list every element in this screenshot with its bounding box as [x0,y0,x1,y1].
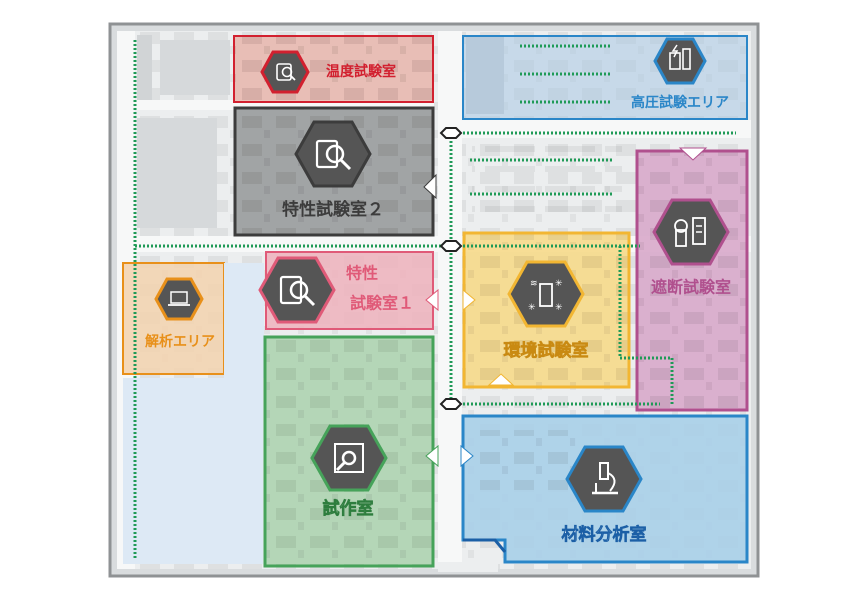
room-interruption-label: 遮断試験室 [651,278,731,297]
room-temperature-label: 温度試験室 [326,63,396,80]
room-analysis-label: 解析エリア [145,333,215,350]
inspection-route [133,40,736,560]
microscope-icon [565,445,643,513]
room-characteristics-1-label-line1: 特性 [346,264,378,283]
inspection-magnifier-icon [294,120,372,188]
entrance-markers [423,147,708,468]
route-junctions [439,127,463,410]
room-characteristics-1-label-line2: 試験室１ [350,294,414,313]
climate-chamber-icon: ≋ ✳ ✳ ✳ [507,260,585,328]
svg-text:✳: ✳ [528,303,536,313]
thermometer-chamber-icon [260,50,310,94]
room-high-voltage-label: 高圧試験エリア [631,94,729,111]
room-interruption[interactable] [635,149,749,412]
svg-text:≋: ≋ [530,279,538,289]
svg-text:✳: ✳ [555,303,563,313]
room-characteristics-2-label: 特性試験室２ [282,199,384,220]
svg-text:✳: ✳ [555,279,563,289]
open-area-lightblue [123,263,264,564]
high-voltage-equipment-icon [653,37,707,85]
room-prototype-label: 試作室 [323,498,374,519]
room-materials-label: 材料分析室 [562,524,647,545]
inspection-magnifier-icon [258,256,336,324]
circuit-breaker-icon [652,198,730,266]
laptop-icon [154,277,204,321]
prototype-tool-icon [310,424,388,492]
room-environment-label: 環境試験室 [504,340,589,361]
